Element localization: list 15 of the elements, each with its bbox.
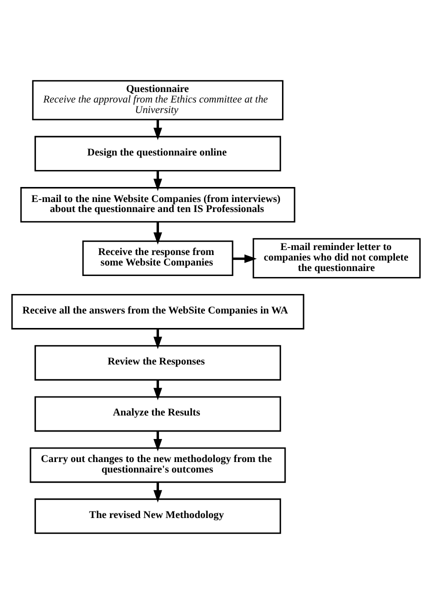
node-box: Review the Responses xyxy=(34,345,282,381)
arrow xyxy=(153,120,162,140)
node-box: The revised New Methodology xyxy=(34,498,282,534)
node-box: Receive all the answers from the WebSite Companies in WA xyxy=(11,294,304,330)
node-box: Design the questionnaire online xyxy=(34,136,282,172)
node-box: Carry out changes to the new methodology from the questionnaire's outcomes xyxy=(30,447,286,483)
node-box: Questionnaire Receive the approval from the Ethics committee at the University xyxy=(32,80,284,120)
node-box: E-mail reminder letter to companies who did not complete the questionnaire xyxy=(252,238,421,278)
node-box: Analyze the Results xyxy=(34,396,282,432)
arrow xyxy=(232,254,257,264)
arrow xyxy=(153,329,162,350)
node-box: Receive the response from some Website Companies xyxy=(82,240,234,276)
node-box: E-mail to the nine Website Companies (from interviews) about the questionnaire and ten IS Professionals xyxy=(20,187,296,223)
arrow xyxy=(153,222,162,245)
arrow xyxy=(153,380,162,400)
